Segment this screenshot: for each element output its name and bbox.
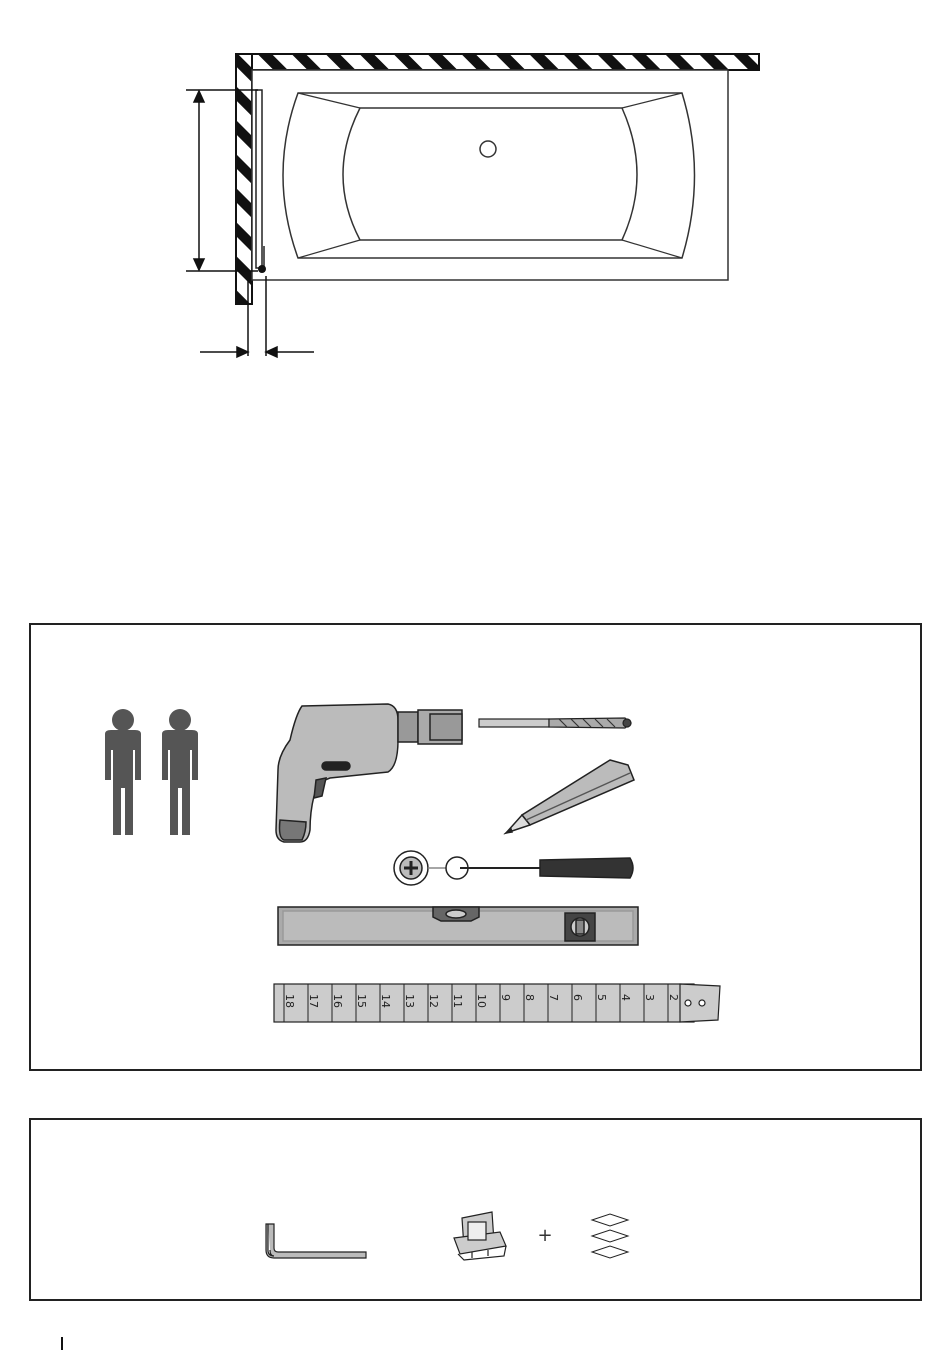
- ruler-number: 10: [475, 994, 488, 1008]
- ruler-number: 17: [307, 994, 320, 1008]
- spirit-level-icon: [275, 903, 645, 948]
- clip-part-icon: [448, 1208, 513, 1263]
- ruler-number: 11: [451, 994, 464, 1008]
- ruler-number: 14: [379, 994, 392, 1008]
- drain-icon: [480, 141, 496, 157]
- ruler-number: 9: [499, 994, 512, 1001]
- ruler-number: 18: [283, 994, 296, 1008]
- two-persons-icon: [95, 700, 215, 840]
- ruler-number: 5: [595, 994, 608, 1001]
- allen-key-icon: [260, 1220, 370, 1265]
- ruler-number: 6: [571, 994, 584, 1001]
- drill-icon: [270, 700, 470, 850]
- plus-text: +: [537, 1225, 552, 1246]
- ruler-number: 15: [355, 994, 368, 1008]
- bathtub-inner-basin: [343, 108, 637, 240]
- screwdriver-icon: [390, 848, 640, 888]
- bathtub-plan-diagram: [0, 0, 950, 400]
- ruler-number: 7: [547, 994, 560, 1001]
- drill-bit-icon: [475, 712, 645, 736]
- ruler-number: 3: [643, 994, 656, 1001]
- folding-ruler-icon: 18 17 16 15 14 13 12 11 10 9 8 7 6 5 4 3 2: [270, 980, 730, 1028]
- shim-spacers-icon: [588, 1210, 633, 1260]
- plus-sign: +: [535, 1220, 555, 1250]
- ruler-number: 16: [331, 994, 344, 1008]
- ruler-number: 12: [427, 994, 440, 1008]
- page-marker: [61, 1337, 63, 1350]
- ruler-number: 2: [667, 994, 680, 1001]
- pencil-icon: [500, 755, 640, 840]
- ruler-number: 13: [403, 994, 416, 1008]
- ruler-number: 4: [619, 994, 632, 1001]
- width-dimension: [200, 276, 314, 357]
- ruler-number: 8: [523, 994, 536, 1001]
